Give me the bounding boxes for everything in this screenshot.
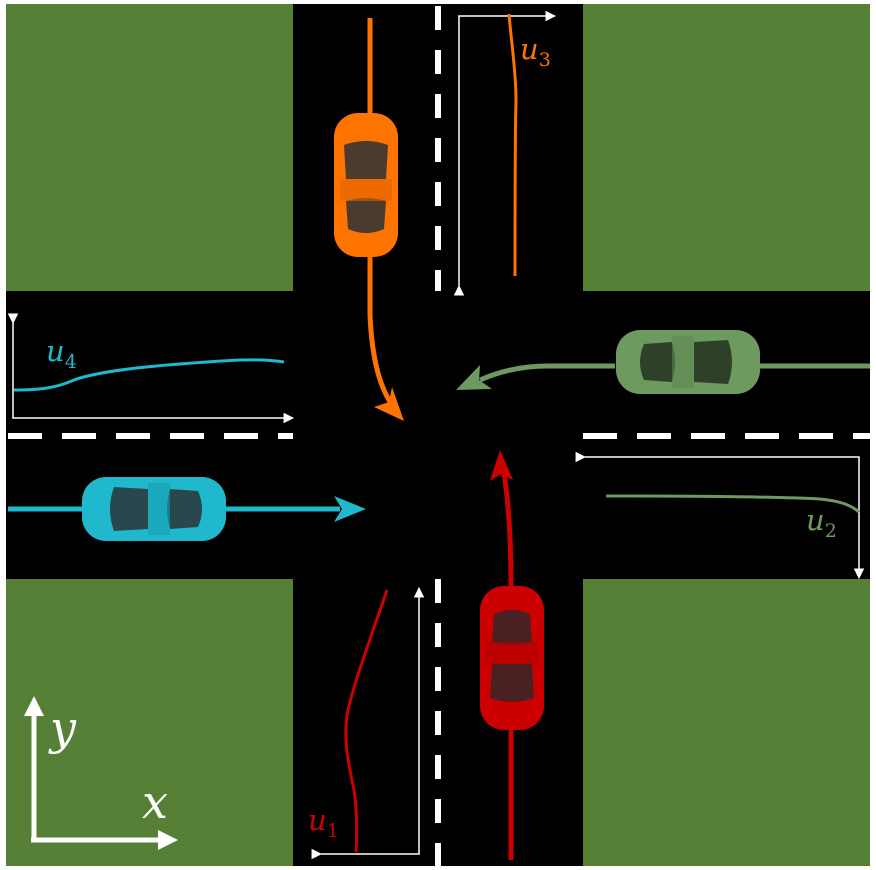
vehicle-1-red-car: [480, 586, 544, 730]
grass-bottom-right: [583, 579, 870, 866]
vehicle-3-orange-car: [334, 113, 398, 257]
vehicle-2-trajectory: [456, 363, 870, 390]
u3-label: u3: [520, 32, 551, 71]
u1-label: u1: [308, 803, 339, 842]
grass-top-right: [583, 4, 870, 291]
u4-label: u4: [46, 334, 77, 373]
vehicle-4-trajectory: [8, 496, 366, 522]
coordinate-axes: y x: [24, 696, 178, 850]
grass-bottom-left: [6, 579, 293, 866]
u1-plot: u1: [308, 586, 425, 860]
axis-y-label: y: [48, 701, 77, 755]
vehicle-2-green-car: [616, 330, 760, 394]
u2-label: u2: [806, 503, 837, 542]
axis-x-label: x: [142, 775, 168, 829]
vehicle-1-trajectory: [490, 450, 514, 860]
vehicle-3-trajectory: [367, 18, 404, 421]
u2-plot: u2: [575, 451, 865, 580]
vehicle-4-cyan-car: [82, 477, 226, 541]
grass-top-left: [6, 4, 293, 291]
u3-plot: u3: [453, 10, 557, 296]
u4-plot: u4: [7, 313, 295, 424]
